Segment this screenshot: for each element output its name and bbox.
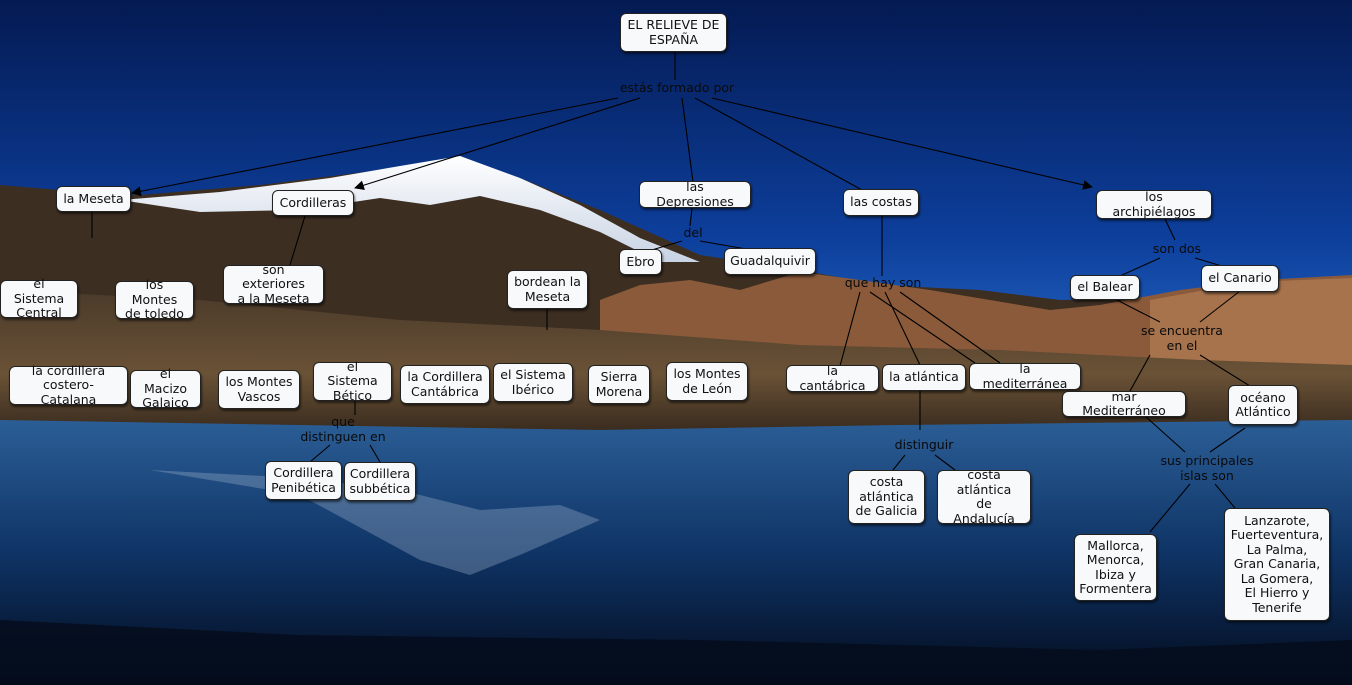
- link-label-formado-por: estás formado por: [619, 80, 735, 95]
- concept-cordillera-subbetica[interactable]: Cordillera subbética: [344, 462, 416, 501]
- concept-bordean-meseta[interactable]: bordean la Meseta: [507, 270, 588, 309]
- concept-las-depresiones[interactable]: las Depresiones: [639, 179, 751, 208]
- link-label-que-hay-son: que hay son: [844, 275, 922, 290]
- concept-el-balear[interactable]: el Balear: [1070, 275, 1140, 300]
- concept-costa-galicia[interactable]: costa atlántica de Galicia: [848, 470, 925, 524]
- concept-cordillera-cantabrica[interactable]: la Cordillera Cantábrica: [400, 365, 490, 404]
- concept-montes-toledo[interactable]: los Montes de toledo: [115, 278, 194, 321]
- concept-la-meseta[interactable]: la Meseta: [56, 186, 131, 212]
- concept-las-costas[interactable]: las costas: [843, 189, 919, 216]
- concept-root[interactable]: EL RELIEVE DE ESPAÑA: [620, 13, 727, 52]
- link-label-que-distinguen: que distinguen en: [300, 414, 386, 444]
- concept-oceano-atlantico[interactable]: océano Atlántico: [1228, 385, 1298, 425]
- concept-sierra-morena[interactable]: Sierra Morena: [588, 365, 650, 404]
- concept-el-canario[interactable]: el Canario: [1201, 265, 1279, 292]
- concept-montes-vascos[interactable]: los Montes Vascos: [218, 370, 300, 409]
- concept-costero-catalana[interactable]: la cordillera costero-Catalana: [9, 363, 128, 407]
- concept-macizo-galaico[interactable]: el Macizo Galaico: [130, 367, 201, 410]
- concept-sistema-iberico[interactable]: el Sistema Ibérico: [493, 363, 573, 402]
- concept-sistema-central[interactable]: el Sistema Central: [0, 277, 78, 320]
- concept-ebro[interactable]: Ebro: [619, 249, 662, 275]
- concept-costa-andalucia[interactable]: costa atlántica de Andalucía: [937, 467, 1031, 525]
- link-label-principales: sus principales islas son: [1160, 453, 1254, 483]
- link-label-son-dos: son dos: [1152, 241, 1202, 256]
- link-label-del: del: [683, 225, 703, 240]
- concept-cordilleras[interactable]: Cordilleras: [272, 190, 354, 216]
- concept-sistema-betico[interactable]: el Sistema Bético: [313, 359, 392, 403]
- concept-cordillera-penibetica[interactable]: Cordillera Penibética: [265, 461, 342, 500]
- concept-montes-leon[interactable]: los Montes de León: [666, 362, 748, 401]
- concept-guadalquivir[interactable]: Guadalquivir: [724, 248, 816, 275]
- link-label-se-encuentra: se encuentra en el: [1141, 323, 1223, 353]
- concept-canarias-islas[interactable]: Lanzarote, Fuerteventura, La Palma, Gran…: [1224, 508, 1330, 621]
- concept-la-atlantica[interactable]: la atlántica: [882, 364, 966, 391]
- concept-mar-mediterraneo[interactable]: mar Mediterráneo: [1062, 389, 1186, 418]
- concept-la-cantabrica[interactable]: la cantábrica: [786, 363, 879, 392]
- concept-los-archipielagos[interactable]: los archipiélagos: [1096, 189, 1212, 219]
- concept-son-exteriores[interactable]: son exteriores a la Meseta: [223, 262, 324, 306]
- concept-la-mediterranea[interactable]: la mediterránea: [969, 361, 1081, 390]
- concept-baleares-islas[interactable]: Mallorca, Menorca, Ibiza y Formentera: [1074, 534, 1157, 601]
- link-label-distinguir: distinguir: [894, 437, 954, 452]
